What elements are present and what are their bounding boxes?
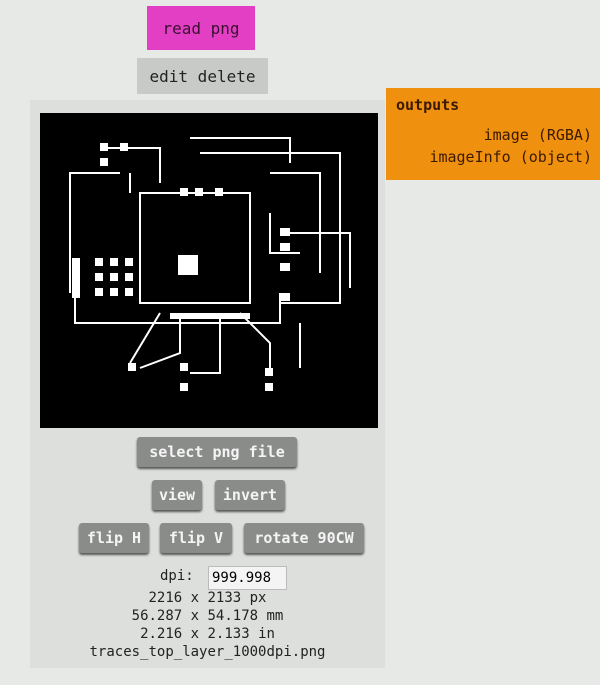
flip-h-button[interactable]: flip H (79, 523, 149, 553)
outputs-panel: outputs image (RGBA) imageInfo (object) (386, 88, 600, 180)
output-image[interactable]: image (RGBA) (483, 126, 592, 144)
output-imageinfo[interactable]: imageInfo (object) (429, 148, 592, 166)
edit-delete-button[interactable]: edit delete (137, 58, 268, 94)
module-title[interactable]: read png (147, 6, 255, 50)
view-button[interactable]: view (152, 480, 202, 510)
outputs-heading: outputs (396, 96, 460, 114)
size-px: 2216 x 2133 px (148, 590, 267, 606)
size-in: 2.216 x 2.133 in (140, 626, 275, 642)
dpi-label: dpi: (160, 568, 194, 584)
png-preview-image (40, 113, 378, 428)
invert-button[interactable]: invert (215, 480, 285, 510)
select-png-file-button[interactable]: select png file (137, 437, 297, 467)
rotate-90cw-button[interactable]: rotate 90CW (244, 523, 364, 553)
size-mm: 56.287 x 54.178 mm (131, 608, 284, 624)
dpi-input[interactable] (208, 566, 287, 590)
filename: traces_top_layer_1000dpi.png (89, 644, 326, 660)
flip-v-button[interactable]: flip V (160, 523, 232, 553)
